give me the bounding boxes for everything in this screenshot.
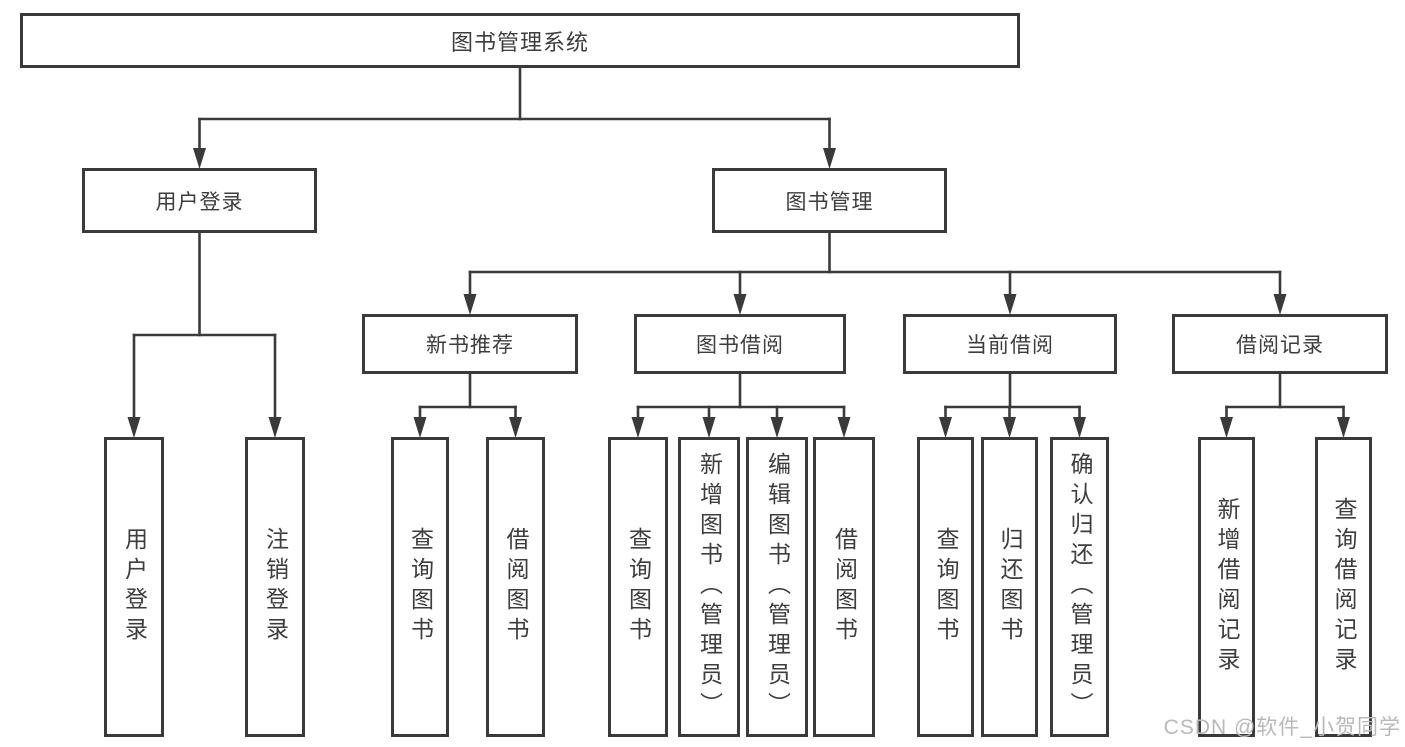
node-book-mgmt: 图书管理 [712, 168, 947, 233]
node-label: 查询图书 [933, 527, 959, 647]
node-label: 用户登录 [155, 190, 244, 214]
node-leaf-logout: 注销登录 [245, 437, 305, 737]
node-book-borrow: 图书借阅 [634, 314, 846, 374]
node-label: 归还图书 [997, 527, 1023, 647]
node-label: 图书管理 [785, 190, 874, 214]
node-label: 借阅图书 [503, 527, 529, 647]
node-leaf-br-add: 新增借阅记录 [1198, 437, 1255, 737]
node-label: 查询图书 [625, 527, 652, 647]
node-label: 借阅图书 [831, 527, 858, 647]
node-current-borrow: 当前借阅 [903, 314, 1117, 374]
node-leaf-cb-query: 查询图书 [917, 437, 974, 737]
node-label: 新书推荐 [426, 334, 514, 357]
node-label: 新增图书（管理员） [696, 452, 723, 722]
node-leaf-bb-edit: 编辑图书（管理员） [746, 437, 808, 737]
node-label: 图书借阅 [696, 334, 784, 357]
node-borrow-records: 借阅记录 [1172, 314, 1388, 374]
node-leaf-cb-return: 归还图书 [981, 437, 1038, 737]
node-label: 新增借阅记录 [1214, 497, 1240, 677]
node-label: 图书管理系统 [450, 29, 589, 55]
node-leaf-bb-query: 查询图书 [608, 437, 668, 737]
node-label: 查询图书 [407, 527, 434, 647]
node-label: 当前借阅 [966, 334, 1054, 357]
node-user-login: 用户登录 [82, 168, 317, 233]
node-leaf-bb-add: 新增图书（管理员） [678, 437, 740, 737]
node-label: 编辑图书（管理员） [764, 452, 791, 722]
node-leaf-bb-borrow: 借阅图书 [813, 437, 875, 737]
node-label: 查询借阅记录 [1331, 497, 1357, 677]
node-label: 注销登录 [262, 527, 289, 647]
node-label: 用户登录 [121, 527, 148, 647]
node-leaf-rec-borrow: 借阅图书 [486, 437, 545, 737]
node-root: 图书管理系统 [20, 13, 1020, 68]
node-leaf-br-query: 查询借阅记录 [1315, 437, 1372, 737]
node-label: 确认归还（管理员） [1067, 452, 1093, 722]
node-leaf-cb-confirm: 确认归还（管理员） [1050, 437, 1109, 737]
node-label: 借阅记录 [1236, 334, 1324, 357]
node-leaf-rec-query: 查询图书 [391, 437, 449, 737]
node-leaf-user-login: 用户登录 [104, 437, 164, 737]
node-new-book-rec: 新书推荐 [362, 314, 578, 374]
watermark-text: CSDN @软件_小贺同学 [1163, 716, 1401, 739]
